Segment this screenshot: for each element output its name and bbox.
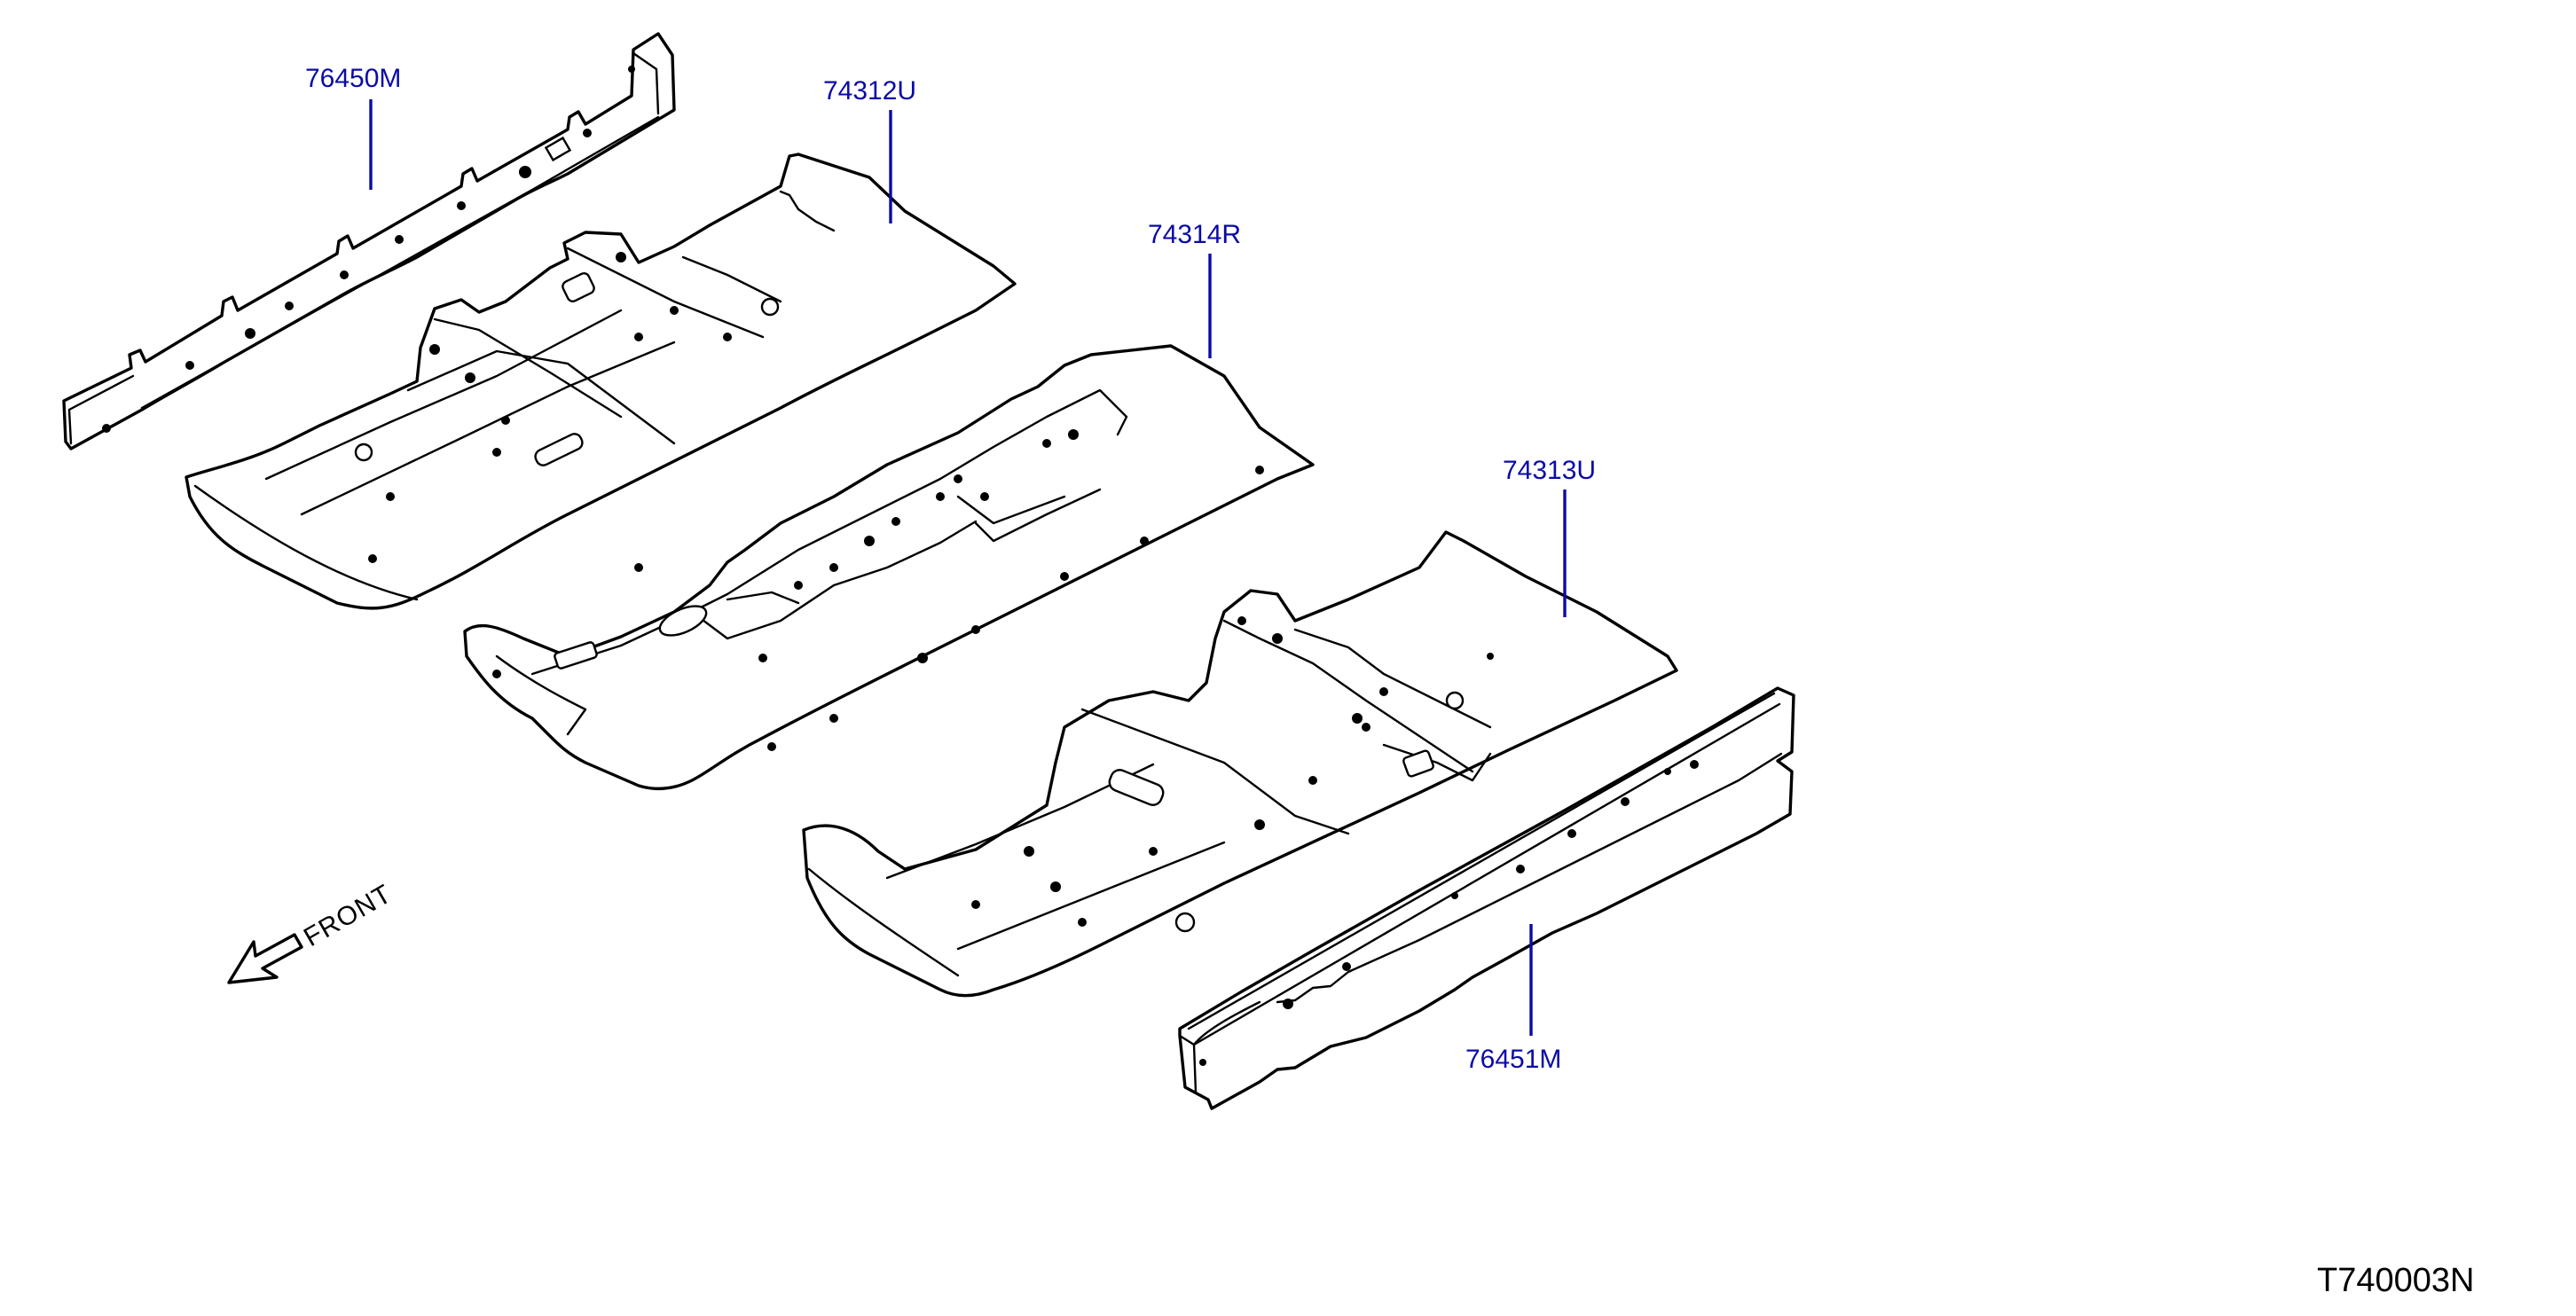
front-direction-indicator: FRONT [227,879,397,984]
illustration-code: T740003N [2317,1262,2474,1299]
part-74313U-front-floor-rh[interactable] [802,530,1678,998]
part-76450M-left-sill[interactable] [62,32,676,450]
part-74312U-front-floor-lh[interactable] [185,153,1017,610]
front-label: FRONT [299,879,397,952]
callout-label-76451M[interactable]: 76451M [1465,1045,1561,1074]
part-74314R-floor-centre[interactable] [463,344,1315,791]
callout-label-74314R[interactable]: 74314R [1148,220,1241,249]
callout-label-76450M[interactable]: 76450M [305,64,401,93]
callout-label-74312U[interactable]: 74312U [823,76,916,106]
callout-label-74313U[interactable]: 74313U [1503,456,1596,485]
front-arrow-icon [227,933,303,984]
part-76451M-right-sill[interactable] [1178,686,1795,1110]
